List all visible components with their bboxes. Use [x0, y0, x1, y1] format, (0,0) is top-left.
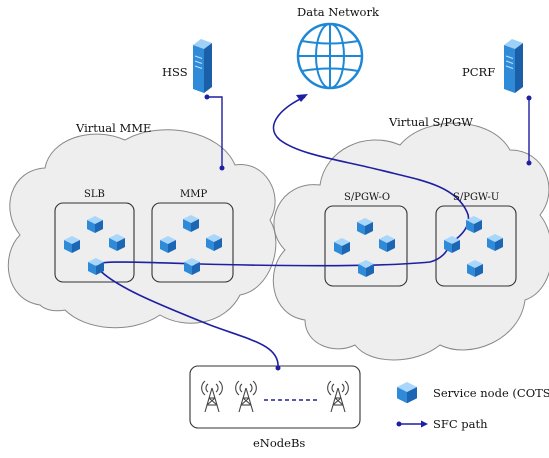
- legend-service-node-label: Service node (COTS): [433, 386, 549, 400]
- mmp-box: [151, 202, 234, 283]
- slb-box: [54, 202, 135, 283]
- virtual-spgw-label: Virtual S/PGW: [388, 115, 473, 129]
- enodebs-label: eNodeBs: [253, 436, 305, 450]
- enodeb-box: [189, 365, 361, 429]
- pcrf-server-icon: [503, 38, 524, 94]
- hss-label: HSS: [162, 65, 188, 79]
- spgw-o-label: S/PGW-O: [344, 192, 390, 203]
- hss-link: [204, 94, 225, 171]
- data-network-globe-icon: [296, 22, 364, 90]
- virtual-mme-label: Virtual MME: [75, 121, 151, 135]
- hss-server-icon: [192, 38, 213, 94]
- virtual-mme-cloud: [7, 129, 277, 329]
- legend-service-node-icon: [397, 382, 417, 404]
- spgw-o-box: [324, 205, 408, 287]
- virtual-spgw-cloud: [272, 122, 549, 361]
- spgw-u-label: S/PGW-U: [453, 192, 499, 203]
- legend-sfc-path-icon: [396, 420, 428, 428]
- data-network-label: Data Network: [297, 5, 380, 19]
- legend-sfc-path-label: SFC path: [433, 417, 488, 431]
- pcrf-link: [526, 95, 532, 166]
- mmp-label: MMP: [180, 189, 207, 200]
- spgw-u-box: [435, 205, 517, 287]
- pcrf-label: PCRF: [462, 65, 495, 79]
- sfc-path: [95, 94, 470, 371]
- slb-label: SLB: [84, 189, 105, 200]
